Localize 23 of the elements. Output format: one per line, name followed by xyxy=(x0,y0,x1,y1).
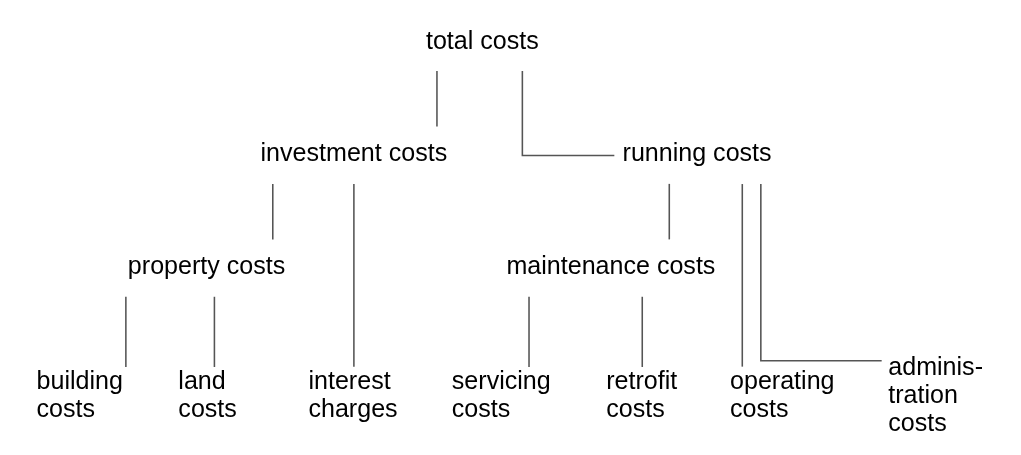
connector xyxy=(668,183,670,241)
node-text: maintenance costs xyxy=(505,251,715,280)
node-text: land costs xyxy=(177,365,237,422)
connector xyxy=(527,296,530,368)
node-text: property costs xyxy=(127,251,285,280)
connector xyxy=(759,183,882,362)
connector xyxy=(271,183,274,241)
node-text: operating costs xyxy=(729,365,835,422)
node-text: retrofit costs xyxy=(605,365,677,422)
node-text: servicing costs xyxy=(451,365,551,422)
connector xyxy=(124,296,127,368)
connector xyxy=(741,183,743,368)
connector xyxy=(435,70,438,128)
node-text: running costs xyxy=(622,138,772,167)
connector xyxy=(640,296,643,368)
connector xyxy=(352,183,355,368)
node-text: building costs xyxy=(36,365,123,422)
connector xyxy=(521,70,615,157)
connector xyxy=(213,296,215,368)
node-text: interest charges xyxy=(307,365,398,422)
node-text: investment costs xyxy=(260,138,447,167)
node-text: adminis- tration costs xyxy=(887,351,983,436)
node-text: total costs xyxy=(425,25,539,54)
